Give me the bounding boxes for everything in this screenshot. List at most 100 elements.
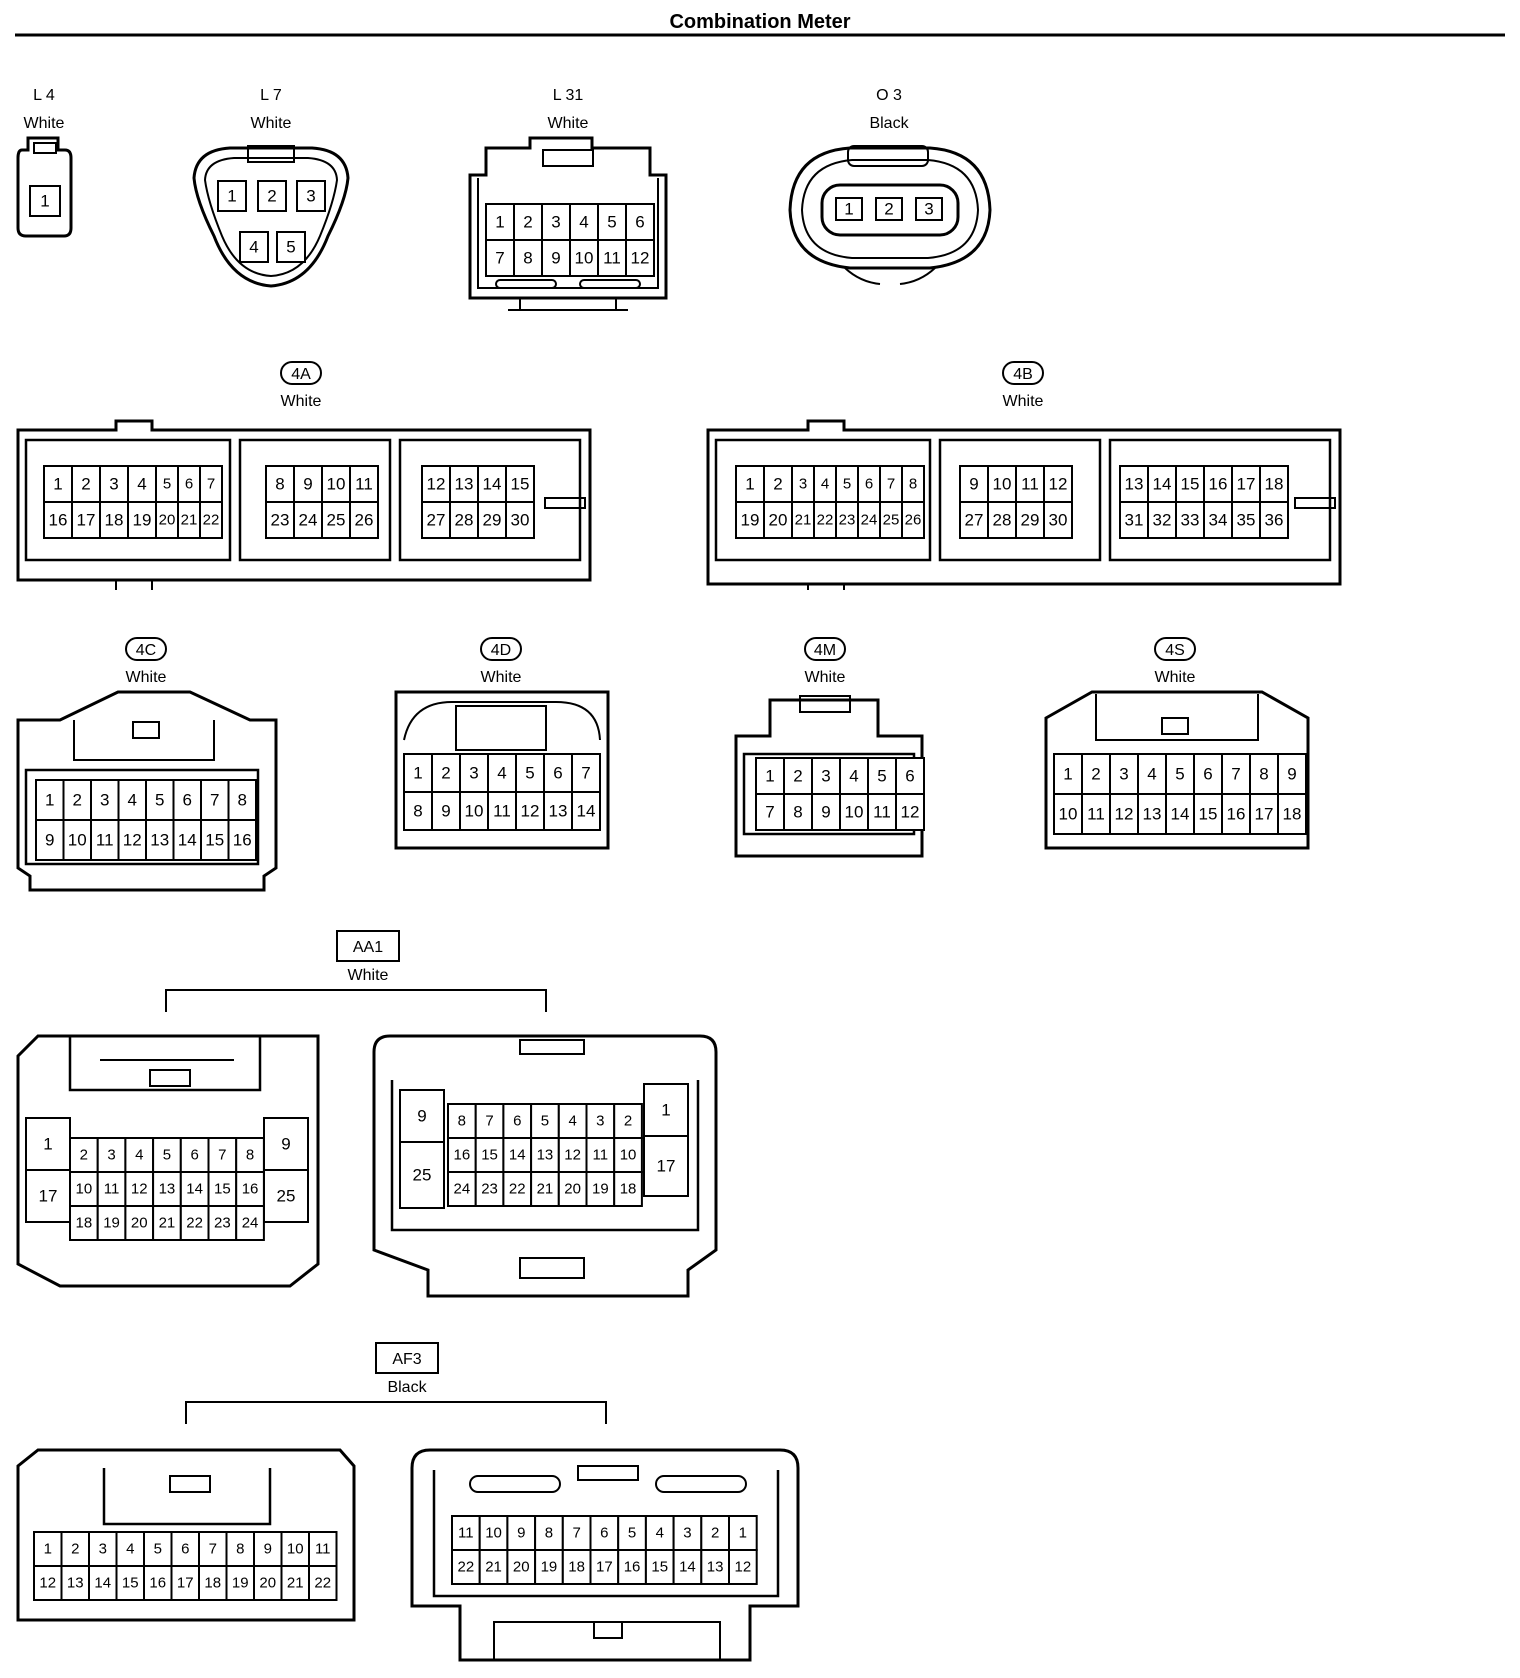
pin-cavity [321,465,351,503]
pin-cavity [487,753,517,793]
connector-code: 4M [814,642,836,659]
connector-color: White [1155,669,1196,686]
pin-cavity [502,1137,533,1173]
pin-cavity [145,779,175,821]
pin-cavity [478,1549,509,1585]
pin-cavity [199,501,223,539]
pin-cavity [308,1565,338,1601]
pin: 4 [497,764,506,783]
pin: 3 [100,791,109,810]
pin: 13 [549,802,568,821]
pin: 8 [238,791,247,810]
connector-code: 4D [491,642,511,659]
pin: 2 [793,767,802,786]
pin: 6 [513,1113,521,1130]
connector-code: 4A [291,366,311,383]
pin: 19 [133,511,152,530]
pin: 21 [287,1575,304,1592]
pin: 2 [81,475,90,494]
pin: 18 [76,1215,93,1232]
connector-color: White [481,669,522,686]
pin: 6 [553,764,562,783]
pin: 17 [1255,805,1274,824]
pin: 30 [1049,511,1068,530]
connector-color: White [24,115,65,132]
connector-color: Black [869,115,909,132]
pin: 1 [765,767,774,786]
pin-cavity [447,1137,477,1173]
pin: 19 [232,1575,249,1592]
pin: 16 [624,1559,641,1576]
pin-cavity [625,203,655,241]
pin-cavity [1043,501,1073,539]
pin-cavity [1249,753,1279,795]
pin-cavity [506,1515,537,1551]
connector-code: L 4 [33,87,55,104]
pin-cavity [530,1171,560,1207]
pin-cavity [867,793,897,831]
pin-cavity [143,1531,173,1567]
pin-cavity [1119,465,1149,503]
pin: 24 [454,1181,471,1198]
pin: 3 [924,200,933,219]
pin-cavity [459,791,489,831]
pin-cavity [403,791,433,831]
pin: 18 [105,511,124,530]
connector-color: White [126,669,167,686]
pin-cavity [1165,753,1195,795]
pin: 10 [1059,805,1078,824]
pin-cavity [447,1171,477,1207]
pin: 2 [73,791,82,810]
pin-cavity [571,791,601,831]
pin: 7 [1231,765,1240,784]
pin: 5 [541,1113,549,1130]
pin: 7 [485,1113,493,1130]
pin: 23 [839,512,856,529]
pin: 18 [1283,805,1302,824]
pin-cavity [399,1089,445,1143]
pin-cavity [895,793,925,831]
pin-cavity [25,1169,71,1223]
pin: 25 [277,1187,296,1206]
pin: 8 [909,476,917,493]
pin: 24 [299,511,318,530]
pin: 18 [620,1181,637,1198]
connector-code: O 3 [876,87,902,104]
pin: 19 [741,511,760,530]
pin-cavity [253,1565,283,1601]
connector-code: 4C [136,642,156,659]
pin: 10 [465,802,484,821]
pin: 17 [177,1575,194,1592]
pin: 9 [303,475,312,494]
pin: 2 [711,1525,719,1542]
pin: 19 [592,1181,609,1198]
pin-cavity [293,501,323,539]
pin-cavity [117,779,147,821]
pin-cavity [728,1549,758,1585]
pin: 11 [593,1147,609,1164]
pin-cavity [115,1565,145,1601]
pin-cavity [585,1171,616,1207]
pin: 17 [39,1187,58,1206]
pin: 33 [1181,511,1200,530]
connector-l4: L 4 White 1 [16,87,73,238]
pin-cavity [127,465,157,503]
pin: 2 [441,764,450,783]
pin-cavity [700,1515,730,1551]
pin: 3 [109,475,118,494]
pin: 13 [1143,805,1162,824]
pin: 8 [275,475,284,494]
pin-cavity [1081,753,1111,795]
pin-cavity [1147,465,1177,503]
pin: 6 [905,767,914,786]
pin: 7 [210,791,219,810]
pin: 29 [1021,511,1040,530]
pin: 18 [204,1575,221,1592]
pin-cavity [613,1137,643,1173]
pin: 22 [203,512,220,529]
pin: 9 [45,831,54,850]
pin-cavity [88,1565,118,1601]
pin: 36 [1265,511,1284,530]
